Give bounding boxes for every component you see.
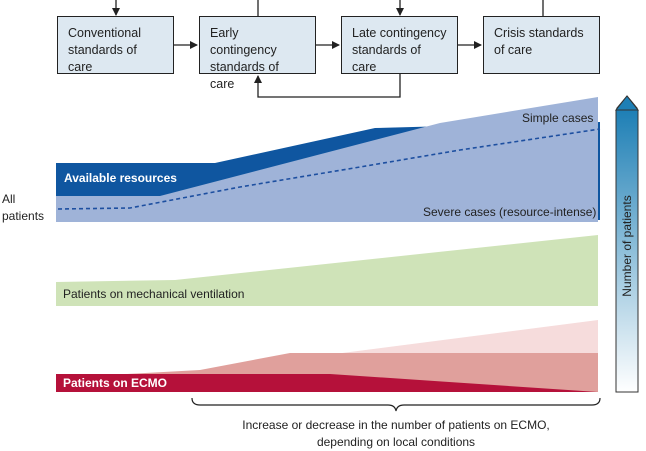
stage-crisis: Crisis standards of care <box>483 16 600 74</box>
stage-early-contingency: Early contingency standards of care <box>199 16 316 91</box>
stage-label-line2: of care <box>494 43 533 57</box>
severe-cases-label: Severe cases (resource-intense) <box>423 205 597 219</box>
ecmo-base-area <box>56 374 598 392</box>
stage-label-line1: Late contingency <box>352 26 447 40</box>
stage-label-line2: standards of care <box>210 60 279 91</box>
mechanical-ventilation-label: Patients on mechanical ventilation <box>63 287 245 301</box>
severe-cases-line <box>57 128 601 210</box>
stage-label-line2: standards of care <box>68 43 137 74</box>
stage-label-line1: Crisis standards <box>494 26 584 40</box>
brace <box>191 397 601 412</box>
ventilation-area <box>56 235 598 306</box>
arrow-up-shaft <box>615 109 639 393</box>
brace-note: Increase or decrease in the number of pa… <box>242 418 550 449</box>
stage-conventional: Conventional standards of care <box>57 16 174 74</box>
stage-label-line2: standards of care <box>352 43 421 74</box>
number-of-patients-label: Number of patients <box>620 195 634 297</box>
arrow-up-head <box>614 95 640 111</box>
stage-label-line1: Conventional <box>68 26 141 40</box>
all-patients-area <box>56 97 598 222</box>
ecmo-label: Patients on ECMO <box>63 376 168 390</box>
stage-label-line1: Early contingency <box>210 26 277 57</box>
simple-cases-label: Simple cases <box>522 111 594 125</box>
all-patients-label: All patients <box>2 192 45 223</box>
available-resources-label: Available resources <box>64 171 177 185</box>
stage-late-contingency: Late contingency standards of care <box>341 16 458 74</box>
loop-back-arrow <box>254 74 401 98</box>
